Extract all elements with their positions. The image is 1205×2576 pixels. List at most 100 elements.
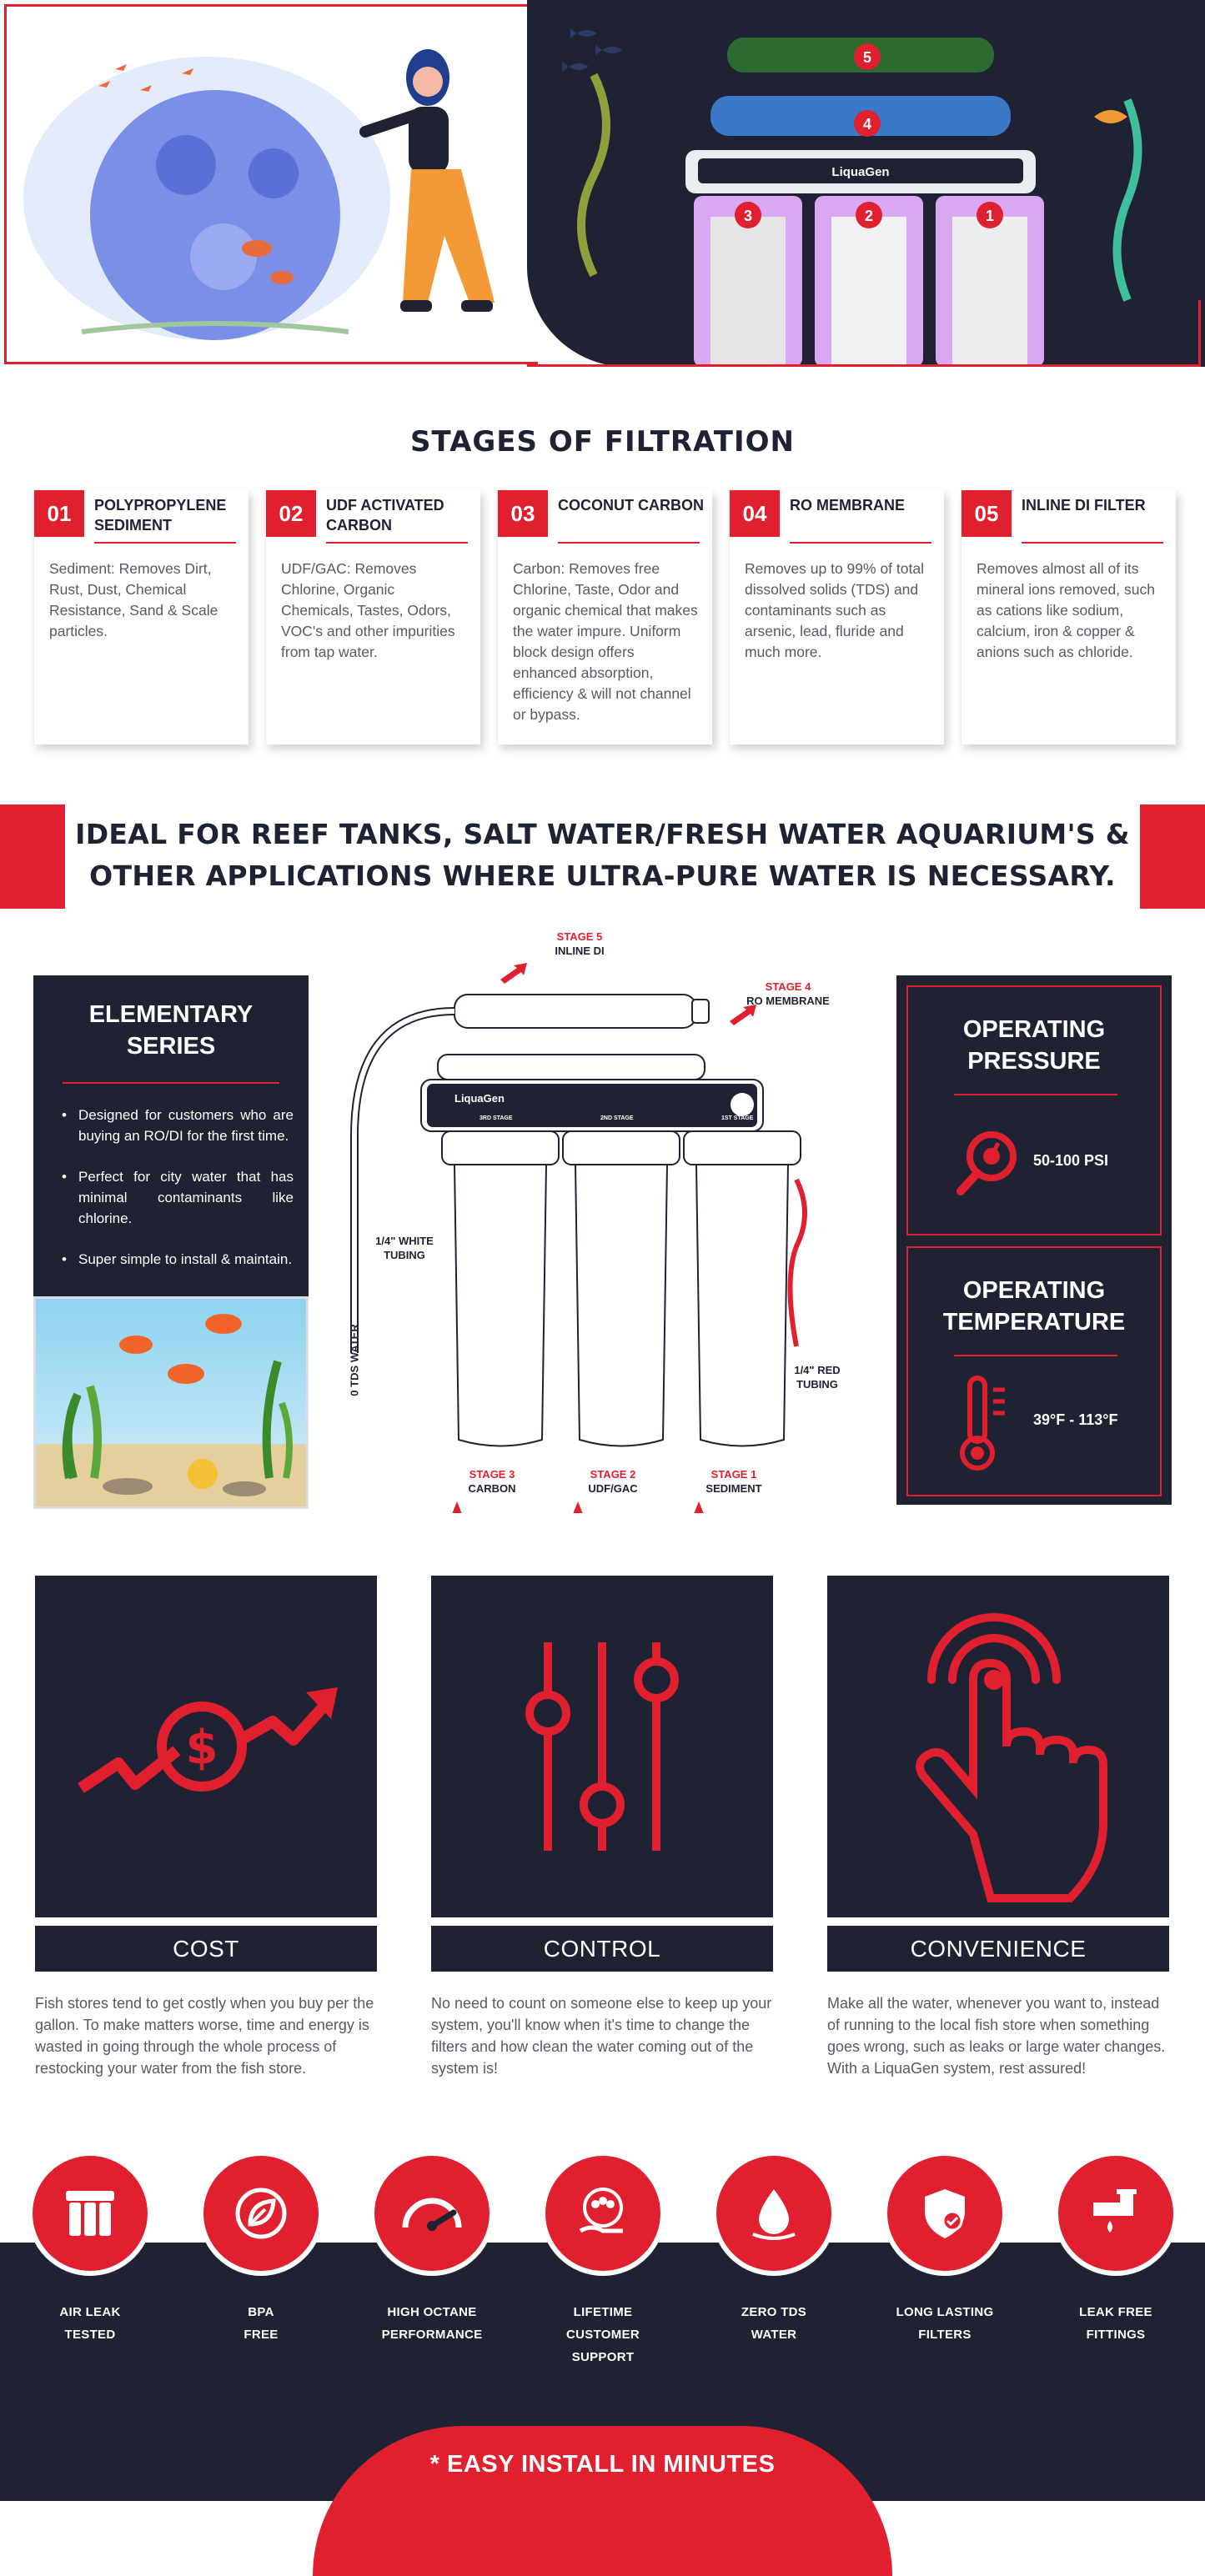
hero-product-panel: LiquaGen 5 4 3 2 1 [527,0,1205,367]
hero-brand-text: LiquaGen [831,165,889,179]
feature-label-line-2: CUSTOMER [566,2328,640,2342]
label-stage-5-name: INLINE DI [555,945,605,957]
feature-label-line-2: FILTERS [918,2328,972,2342]
feature-label: LONG LASTING FILTERS [866,2301,1024,2346]
feature-label-line-1: LEAK FREE [1079,2305,1152,2319]
banner-accent-right [1140,804,1205,909]
stage-description: UDF/GAC: Removes Chlorine, Organic Chemi… [281,560,455,660]
woman-globe-illustration [23,49,495,340]
pressure-divider [954,1094,1117,1095]
label-tds-water: 0 TDS WATER [348,1324,361,1396]
stage-name: POLYPROPYLENE SEDIMENT [94,497,227,534]
convenience-card [827,1576,1169,1917]
stage-description: Sediment: Removes Dirt, Rust, Dust, Chem… [49,560,218,639]
temperature-title-line-1: OPERATING [962,1277,1106,1304]
stage-number: 03 [498,490,548,537]
stage-number: 02 [266,490,316,537]
feature-label-line-2: FREE [244,2328,279,2342]
applications-banner: IDEAL FOR REEF TANKS, SALT WATER/FRESH W… [0,804,1205,909]
label-stage-1-number: STAGE 1 [710,1468,757,1481]
elementary-title-line-2: SERIES [126,1033,216,1060]
cost-label: COST [35,1926,377,1972]
filter-housings-icon [66,2191,114,2236]
ro-system-product-image: LiquaGen 5 4 3 2 1 [562,28,1142,367]
control-label: CONTROL [431,1926,773,1972]
pressure-value: 50-100 PSI [1033,1152,1109,1169]
operating-temperature-box: OPERATING TEMPERATURE 39°F - 113°F [906,1246,1162,1496]
stage-name: COCONUT CARBON [558,497,704,514]
stage-marker-4 [854,110,881,137]
install-text: * EASY INSTALL IN MINUTES [429,2451,776,2478]
banner-line-2: OTHER APPLICATIONS WHERE ULTRA-PURE WATE… [89,860,1116,892]
svg-text:1: 1 [986,208,994,224]
pipe-fitting-icon [1093,2189,1137,2233]
label-red-tubing-line-1: 1/4" RED [794,1364,841,1376]
svg-text:3: 3 [744,208,752,224]
list-item: Perfect for city water that has minimal … [60,1166,294,1229]
feature-icon-circle [1053,2151,1178,2276]
housing-label-1: 1ST STAGE [721,1115,754,1121]
svg-text:5: 5 [863,49,871,66]
stage-divider [558,542,700,544]
ro-system-diagram: LiquaGen 3RD STAGE 2ND STAGE 1ST STAGE S… [329,930,855,1539]
stage-description: Removes up to 99% of total dissolved sol… [745,560,924,660]
stage-card-04: 04 RO MEMBRANE Removes up to 99% of tota… [729,490,944,744]
ro-system-line-drawing: LiquaGen 3RD STAGE 2ND STAGE 1ST STAGE [350,963,807,1539]
label-white-tubing-line-1: 1/4" WHITE [375,1235,434,1247]
label-stage-4-name: RO MEMBRANE [746,995,830,1007]
thermometer-icon [960,1376,1005,1471]
diagram-brand-text: LiquaGen [454,1092,505,1105]
feature-label-line-1: LIFETIME [573,2305,633,2319]
label-stage-4-number: STAGE 4 [765,980,811,993]
pressure-title-line-1: OPERATING [962,1016,1106,1043]
leaf-icon [235,2188,287,2239]
feature-icon-circle [369,2151,495,2276]
feature-icon-circle [540,2151,665,2276]
stage-marker-2 [856,202,882,228]
feature-icon-circle [198,2151,324,2276]
label-white-tubing-line-2: TUBING [384,1249,425,1261]
stage-card-03: 03 COCONUT CARBON Carbon: Removes free C… [497,490,712,744]
label-white-tubing: 1/4" WHITE TUBING [363,1234,446,1262]
stage-marker-3 [735,202,761,228]
stage-name: UDF ACTIVATED CARBON [326,497,444,534]
stage-divider [1022,542,1163,544]
stage-description: Carbon: Removes free Chlorine, Taste, Od… [513,560,698,723]
feature-label: BPA FREE [182,2301,340,2346]
feature-label-line-2: WATER [751,2328,797,2342]
stage-description: Removes almost all of its mineral ions r… [977,560,1155,660]
svg-text:2: 2 [865,208,873,224]
label-stage-1: STAGE 1 SEDIMENT [684,1467,784,1496]
feature-icon-circle [882,2151,1007,2276]
list-item: Super simple to install & maintain. [60,1249,294,1270]
operating-temperature-title: OPERATING TEMPERATURE [908,1275,1160,1338]
feature-label-line-2: FITTINGS [1086,2328,1146,2342]
hero-frame-border [527,300,1201,367]
feature-label: LIFETIME CUSTOMER SUPPORT [524,2301,682,2368]
feature-label-line-2: PERFORMANCE [381,2328,483,2342]
water-drop-icon [752,2189,796,2240]
operating-pressure-title: OPERATING PRESSURE [908,1014,1160,1077]
banner-line-1: IDEAL FOR REEF TANKS, SALT WATER/FRESH W… [75,818,1130,850]
install-badge [313,2426,892,2576]
feature-label: HIGH OCTANE PERFORMANCE [353,2301,511,2346]
label-stage-1-name: SEDIMENT [705,1482,762,1495]
touch-hand-icon [916,1613,1107,1902]
stage-marker-1 [977,202,1003,228]
aquarium-illustration [33,1296,309,1509]
label-stage-3-number: STAGE 3 [469,1468,515,1481]
aquarium-fish-image [62,1314,293,1496]
temperature-value: 39°F - 113°F [1033,1411,1118,1428]
control-description: No need to count on someone else to keep… [431,1995,772,2077]
feature-label-line-1: LONG LASTING [896,2305,994,2319]
stage-divider [94,542,236,544]
label-stage-5: STAGE 5 INLINE DI [530,930,630,958]
label-stage-2-name: UDF/GAC [588,1482,638,1495]
feature-label: AIR LEAK TESTED [11,2301,169,2346]
stages-title: STAGES OF FILTRATION [410,425,795,459]
elementary-title-line-1: ELEMENTARY [88,1001,254,1028]
cost-card: $ [35,1576,377,1917]
label-stage-3-name: CARBON [468,1482,516,1495]
elementary-feature-list: Designed for customers who are buying an… [60,1105,294,1290]
svg-text:4: 4 [863,116,871,133]
